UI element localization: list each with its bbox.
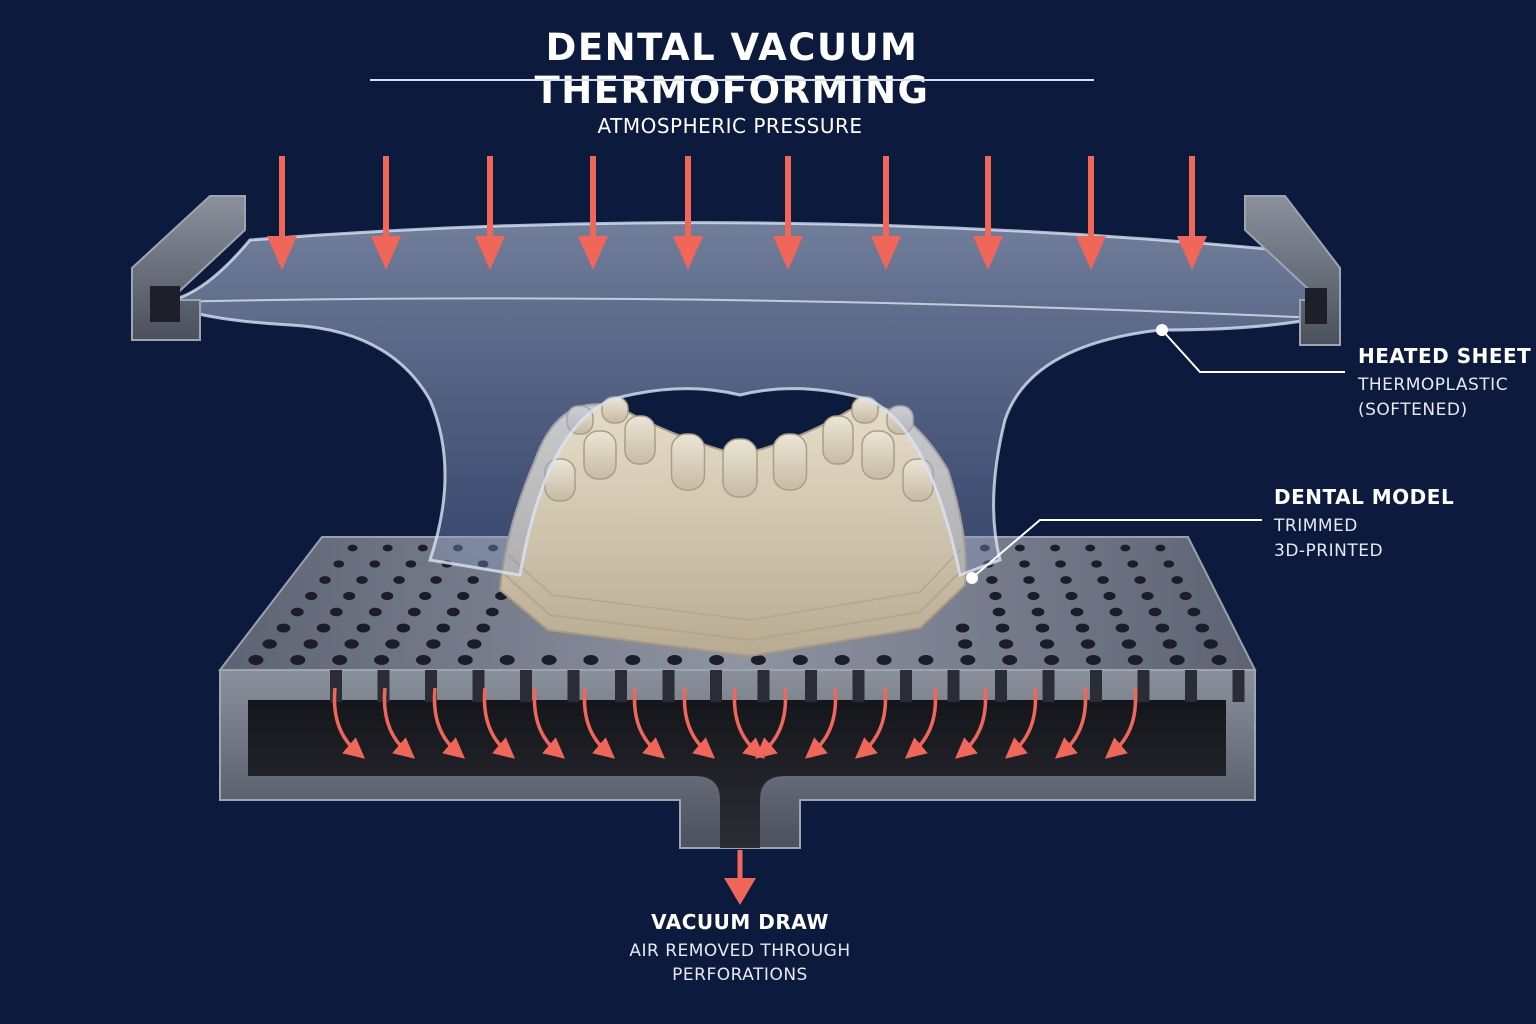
airflow-arrow <box>904 687 938 759</box>
baffle-slots <box>330 670 1245 702</box>
title-underline <box>370 79 1094 81</box>
dental-model-heading: DENTAL MODEL <box>1274 485 1455 509</box>
airflow-arrow <box>854 687 888 759</box>
airflow-arrow <box>632 687 666 759</box>
heated-sheet-line1: THERMOPLASTIC <box>1358 375 1509 395</box>
dental-model-leader <box>966 519 1262 584</box>
airflow-arrow <box>432 687 466 759</box>
tooth <box>624 415 656 465</box>
tooth <box>583 430 617 480</box>
airflow-arrow <box>682 687 716 759</box>
pressure-arrow <box>578 156 608 270</box>
vacuum-chamber <box>219 669 1256 849</box>
atmospheric-pressure-arrows <box>267 156 1207 270</box>
airflow-arrow <box>382 687 416 759</box>
heated-sheet-heading: HEATED SHEET <box>1358 344 1532 368</box>
pressure-arrow <box>1076 156 1106 270</box>
airflow-arrow <box>582 687 616 759</box>
vacuum-draw-heading: VACUUM DRAW <box>651 910 829 934</box>
airflow-arrow <box>482 687 516 759</box>
vacuum-draw-line2: PERFORATIONS <box>672 965 808 985</box>
pressure-arrow <box>973 156 1003 270</box>
airflow-arrows <box>332 687 1138 759</box>
airflow-arrow <box>532 687 566 759</box>
airflow-arrow <box>754 687 788 759</box>
pressure-arrow <box>773 156 803 270</box>
tooth <box>822 415 854 465</box>
left-clamp <box>131 195 246 341</box>
pressure-arrow <box>267 156 297 270</box>
airflow-arrow <box>804 687 838 759</box>
page-title: DENTAL VACUUM THERMOFORMING <box>534 26 930 112</box>
airflow-arrow <box>332 687 366 759</box>
heated-sheet-line2: (SOFTENED) <box>1358 400 1468 420</box>
tooth <box>861 430 895 480</box>
airflow-arrow <box>1054 687 1088 759</box>
airflow-arrow <box>1104 687 1138 759</box>
heated-sheet <box>159 221 1320 578</box>
dental-model-line2: 3D-PRINTED <box>1274 541 1384 561</box>
airflow-arrow <box>1004 687 1038 759</box>
pressure-arrow <box>371 156 401 270</box>
vacuum-outlet-arrow-head <box>724 878 756 905</box>
right-clamp <box>1244 195 1341 346</box>
dental-model-line1: TRIMMED <box>1274 516 1358 536</box>
teeth <box>544 396 934 502</box>
heated-sheet-leader <box>1156 324 1345 373</box>
pressure-arrow <box>475 156 505 270</box>
pressure-arrow <box>1177 156 1207 270</box>
airflow-arrow <box>954 687 988 759</box>
pressure-arrow <box>673 156 703 270</box>
vacuum-draw-line1: AIR REMOVED THROUGH <box>629 941 851 961</box>
tooth <box>772 433 808 491</box>
tooth <box>670 433 706 491</box>
tooth <box>722 438 758 498</box>
dental-model <box>498 396 967 658</box>
airflow-arrow <box>732 687 766 759</box>
atmospheric-pressure-label: ATMOSPHERIC PRESSURE <box>597 114 863 138</box>
pressure-arrow <box>871 156 901 270</box>
